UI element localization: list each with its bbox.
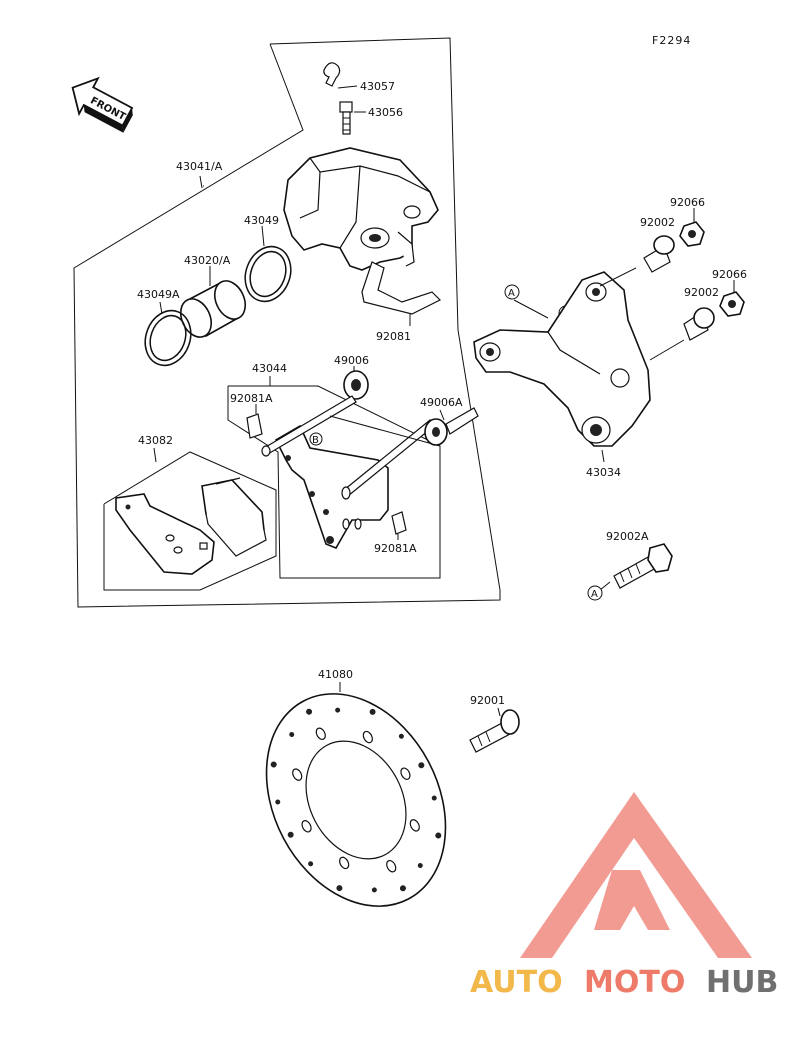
bracket-bolt-top — [599, 235, 675, 287]
ref-a-top: A — [504, 284, 549, 319]
label-41080: 41080 — [318, 668, 353, 681]
label-92081a-top: 92081A — [230, 392, 273, 405]
piston-seal — [244, 225, 292, 303]
bleeder-valve — [339, 101, 366, 135]
watermark-auto: AUTO — [470, 965, 563, 1000]
label-43044: 43044 — [252, 362, 287, 375]
label-43049a: 43049A — [137, 288, 180, 301]
label-43020a: 43020/A — [184, 254, 231, 267]
ref-b1-label: B — [312, 435, 319, 446]
ref-b-holder: B — [309, 432, 323, 446]
pad-clip-bottom — [391, 511, 407, 540]
caliper-assembly-outline — [73, 37, 501, 608]
label-92001: 92001 — [470, 694, 505, 707]
label-43056: 43056 — [368, 106, 403, 119]
ref-a-bottom: A — [587, 585, 603, 601]
pin-boot-a — [424, 407, 479, 446]
label-92002a: 92002A — [606, 530, 649, 543]
nut-top — [679, 208, 705, 247]
label-43041a: 43041/A — [176, 160, 223, 173]
automotohub-watermark: AUTO MOTO HUB — [470, 792, 778, 1000]
caliper-body — [203, 147, 439, 271]
bleeder-cap — [323, 62, 358, 89]
brake-pads — [115, 477, 267, 575]
watermark-moto: MOTO — [584, 965, 685, 1000]
pad-spring — [361, 261, 442, 326]
label-92066-top: 92066 — [670, 196, 705, 209]
front-arrow-icon: FRONT — [71, 76, 134, 133]
pads-box-outline — [103, 451, 277, 591]
nut-mid — [719, 280, 745, 317]
bracket-bolt-a — [599, 543, 673, 591]
caliper-holder-bracket — [261, 395, 441, 550]
holder-box-outline — [227, 385, 441, 579]
label-43049: 43049 — [244, 214, 279, 227]
caliper-bracket — [473, 271, 651, 463]
watermark-hub: HUB — [706, 965, 778, 1000]
figure-code: F2294 — [652, 34, 691, 47]
watermark-logo-icon — [520, 792, 752, 958]
label-92066-mid: 92066 — [712, 268, 747, 281]
label-92002-mid: 92002 — [684, 286, 719, 299]
bracket-bolt-mid — [649, 307, 715, 361]
dust-seal — [144, 301, 192, 367]
label-49006: 49006 — [334, 354, 369, 367]
label-92081a-bottom: 92081A — [374, 542, 417, 555]
brake-disc — [265, 693, 447, 907]
label-43034: 43034 — [586, 466, 621, 479]
label-92081: 92081 — [376, 330, 411, 343]
disc-holes — [270, 707, 442, 893]
pin-boot — [343, 366, 369, 400]
label-43082: 43082 — [138, 434, 173, 447]
label-49006a: 49006A — [420, 396, 463, 409]
ref-a2-label: A — [591, 589, 598, 600]
brake-piston — [179, 266, 247, 338]
label-43057: 43057 — [360, 80, 395, 93]
ref-a1-label: A — [508, 288, 515, 299]
pad-clip-top — [246, 404, 263, 439]
label-92002-top: 92002 — [640, 216, 675, 229]
disc-bolt — [469, 707, 520, 753]
